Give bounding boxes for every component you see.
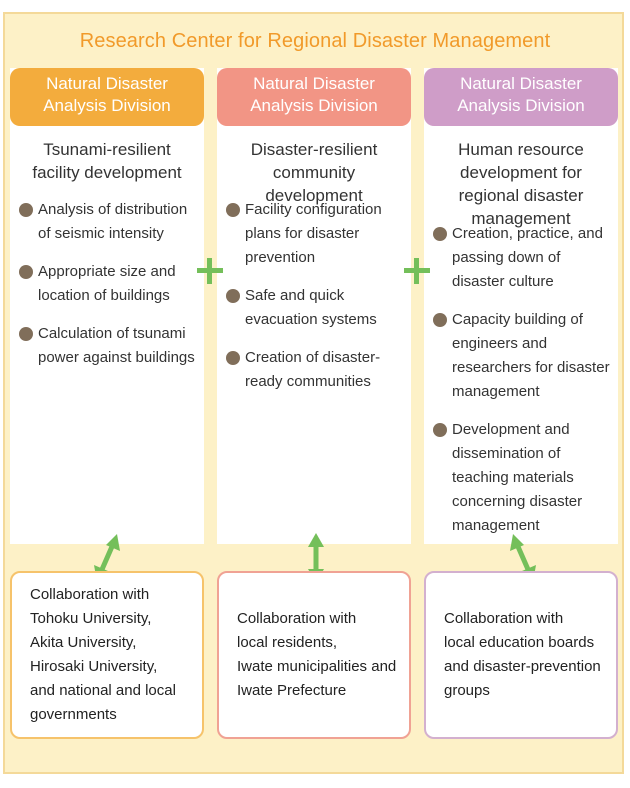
division-column-2: Natural Disaster Analysis Division Disas… bbox=[217, 68, 411, 544]
bullet-text: Capacity building of engineers and resea… bbox=[452, 311, 610, 400]
division-title-1: Tsunami-resilient facility development bbox=[32, 140, 182, 182]
bullet-dot-icon bbox=[433, 423, 447, 437]
bullet-item: Analysis of distribution of seismic inte… bbox=[18, 198, 200, 246]
collaboration-text: Collaboration with local education board… bbox=[444, 610, 601, 699]
bullet-dot-icon bbox=[433, 313, 447, 327]
bullet-text: Creation of disaster-ready communities bbox=[245, 349, 381, 390]
bullet-item: Safe and quick evacuation systems bbox=[225, 284, 407, 332]
plus-icon bbox=[404, 258, 430, 284]
bullet-dot-icon bbox=[19, 327, 33, 341]
plus-icon bbox=[197, 258, 223, 284]
bullet-text: Calculation of tsunami power against bui… bbox=[38, 325, 195, 366]
bullet-item: Facility configuration plans for disaste… bbox=[225, 198, 407, 270]
collaboration-text: Collaboration with local residents, Iwat… bbox=[237, 610, 397, 699]
bullet-list-1: Analysis of distribution of seismic inte… bbox=[18, 198, 200, 384]
bullet-list-2: Facility configuration plans for disaste… bbox=[225, 198, 407, 408]
bullet-dot-icon bbox=[226, 351, 240, 365]
bullet-dot-icon bbox=[433, 227, 447, 241]
division-title-2: Disaster-resilient community development bbox=[250, 140, 378, 205]
bullet-item: Capacity building of engineers and resea… bbox=[432, 308, 614, 404]
division-header-2: Natural Disaster Analysis Division bbox=[217, 68, 411, 126]
center-title: Research Center for Regional Disaster Ma… bbox=[79, 30, 551, 52]
bullet-item: Appropriate size and location of buildin… bbox=[18, 260, 200, 308]
bullet-dot-icon bbox=[19, 265, 33, 279]
bullet-item: Creation, practice, and passing down of … bbox=[432, 222, 614, 294]
bullet-dot-icon bbox=[226, 289, 240, 303]
bullet-list-3: Creation, practice, and passing down of … bbox=[432, 222, 614, 552]
bullet-text: Appropriate size and location of buildin… bbox=[38, 263, 176, 304]
division-title-3: Human resource development for regional … bbox=[458, 140, 584, 228]
bullet-text: Development and dissemination of teachin… bbox=[452, 421, 583, 534]
collaboration-text: Collaboration with Tohoku University, Ak… bbox=[30, 586, 176, 723]
division-header-1: Natural Disaster Analysis Division bbox=[10, 68, 204, 126]
bullet-dot-icon bbox=[19, 203, 33, 217]
bullet-text: Creation, practice, and passing down of … bbox=[452, 225, 603, 290]
bullet-dot-icon bbox=[226, 203, 240, 217]
division-header-3: Natural Disaster Analysis Division bbox=[424, 68, 618, 126]
bullet-text: Safe and quick evacuation systems bbox=[245, 287, 377, 328]
collaboration-box-1: Collaboration with Tohoku University, Ak… bbox=[10, 571, 204, 739]
division-column-3: Natural Disaster Analysis Division Human… bbox=[424, 68, 618, 544]
bullet-item: Creation of disaster-ready communities bbox=[225, 346, 407, 394]
division-column-1: Natural Disaster Analysis Division Tsuna… bbox=[10, 68, 204, 544]
bullet-text: Facility configuration plans for disaste… bbox=[245, 201, 382, 266]
bullet-item: Calculation of tsunami power against bui… bbox=[18, 322, 200, 370]
collaboration-box-3: Collaboration with local education board… bbox=[424, 571, 618, 739]
collaboration-box-2: Collaboration with local residents, Iwat… bbox=[217, 571, 411, 739]
bullet-text: Analysis of distribution of seismic inte… bbox=[38, 201, 188, 242]
bullet-item: Development and dissemination of teachin… bbox=[432, 418, 614, 538]
